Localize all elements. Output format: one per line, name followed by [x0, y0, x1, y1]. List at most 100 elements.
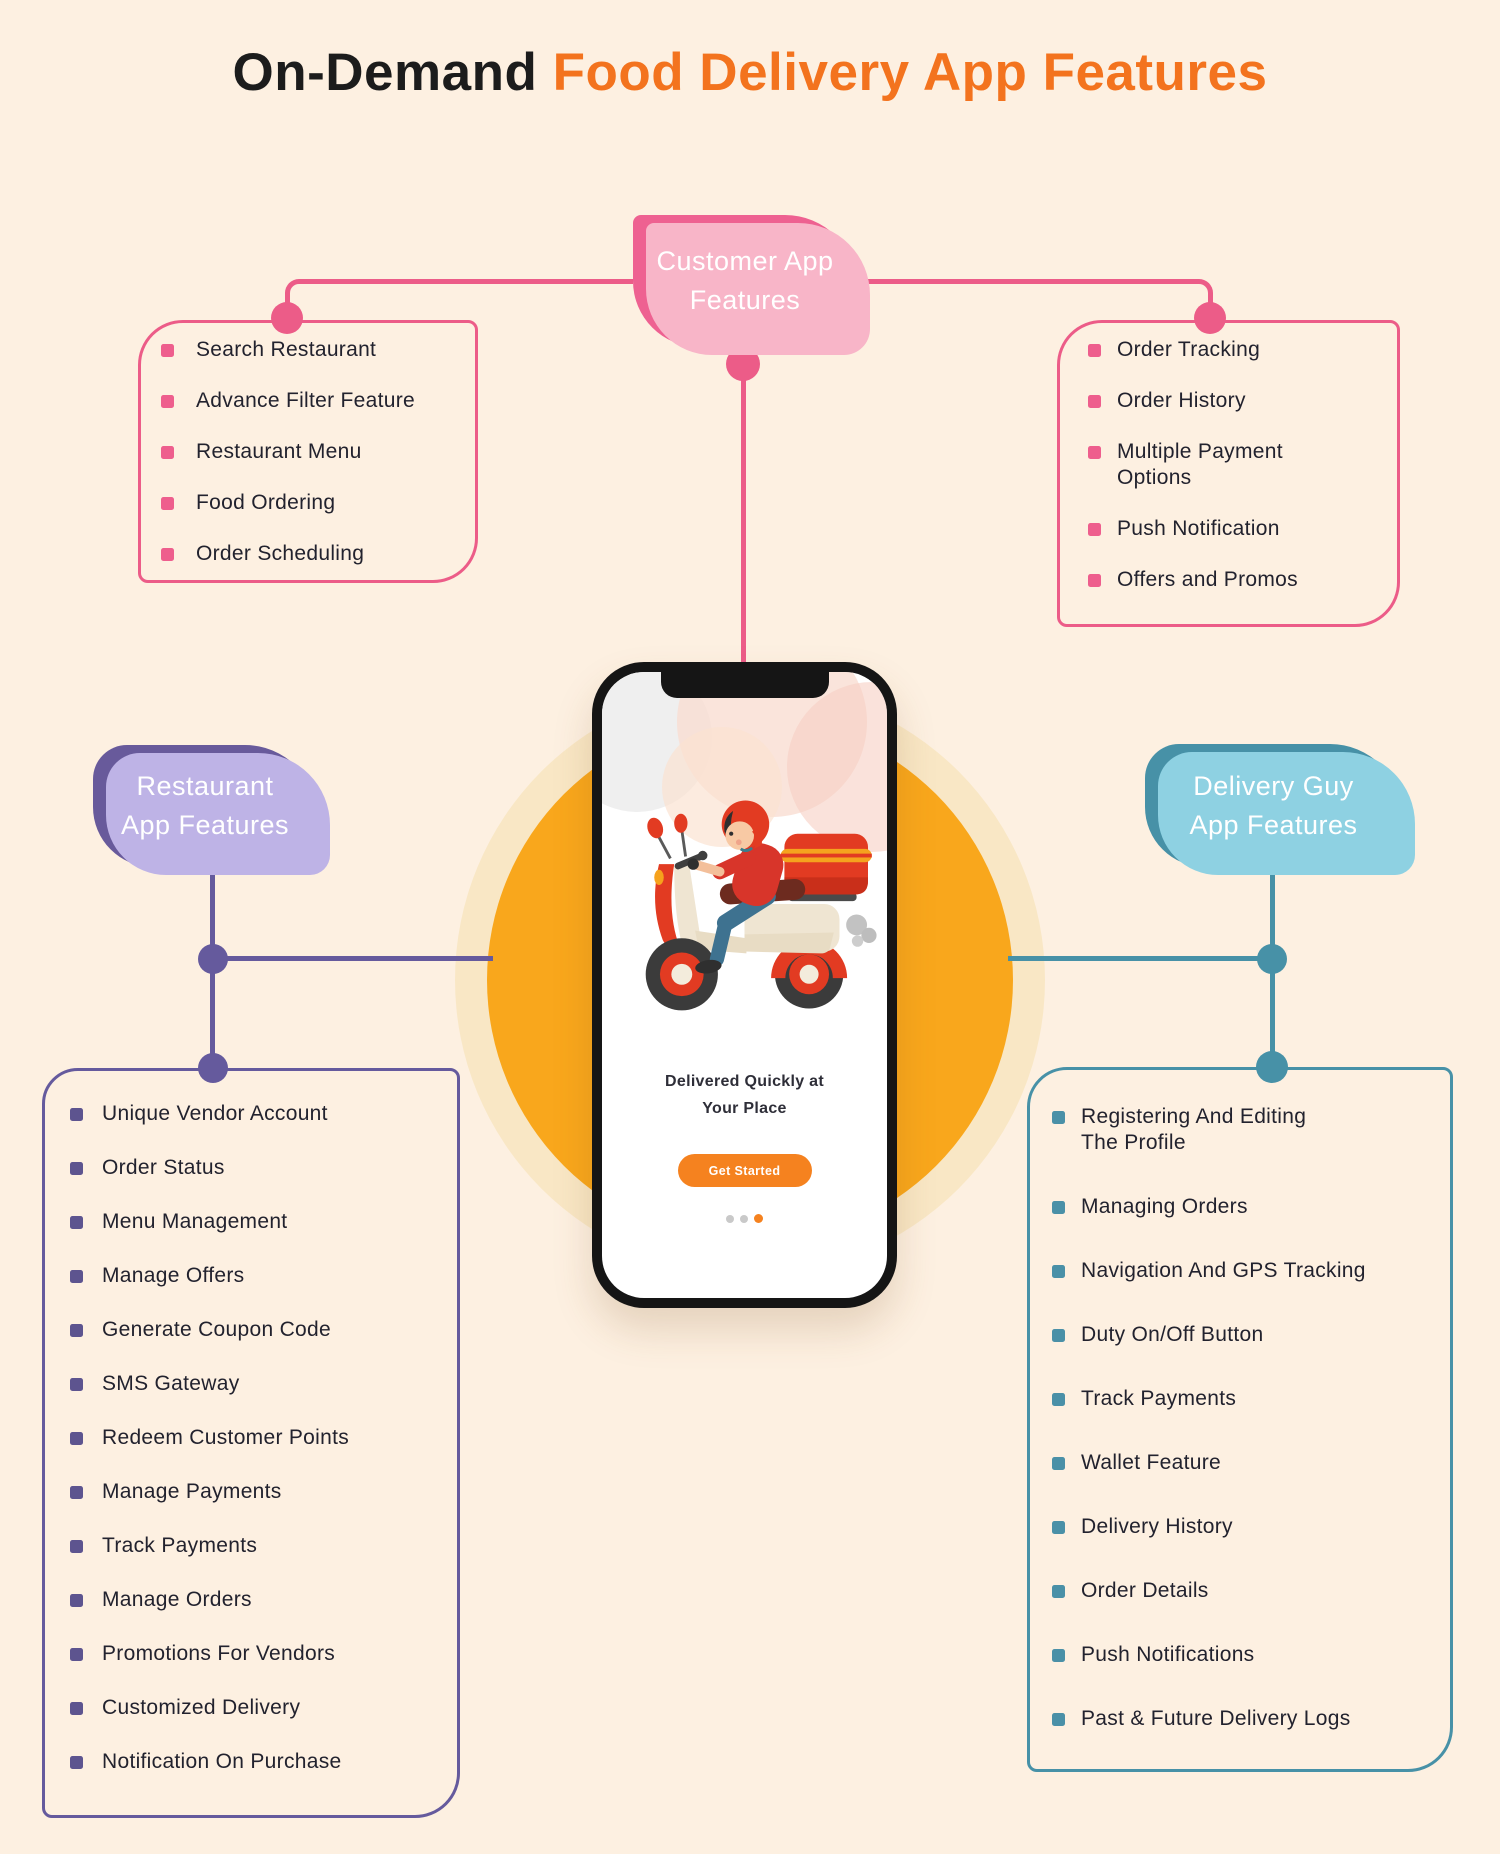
square-bullet-icon	[70, 1270, 83, 1283]
square-bullet-icon	[161, 344, 174, 357]
customer-app-features-label: Customer App Features	[633, 215, 870, 355]
customer-features-right-list: Order Tracking Order History Multiple Pa…	[1088, 337, 1391, 593]
list-item: Search Restaurant	[161, 337, 467, 363]
list-item: Order Details	[1052, 1578, 1446, 1604]
square-bullet-icon	[70, 1162, 83, 1175]
square-bullet-icon	[1052, 1201, 1065, 1214]
phone-screen: Delivered Quickly at Your Place Get Star…	[602, 672, 887, 1298]
delivery-scooter-illustration	[645, 800, 877, 1011]
square-bullet-icon	[161, 446, 174, 459]
list-item: Manage Payments	[70, 1479, 449, 1505]
list-item: Track Payments	[1052, 1386, 1446, 1412]
square-bullet-icon	[161, 395, 174, 408]
delivery-features-list: Registering And Editing The Profile Mana…	[1052, 1104, 1446, 1732]
list-item: Offers and Promos	[1088, 567, 1391, 593]
square-bullet-icon	[1088, 574, 1101, 587]
connector-node	[1194, 302, 1226, 334]
page-title: On-Demand Food Delivery App Features	[0, 42, 1500, 103]
list-item: Order Scheduling	[161, 541, 467, 567]
connector-pink-center	[741, 347, 746, 665]
square-bullet-icon	[1052, 1585, 1065, 1598]
connector-pink-right	[857, 279, 1213, 319]
list-item: Advance Filter Feature	[161, 388, 467, 414]
square-bullet-icon	[1052, 1111, 1065, 1124]
square-bullet-icon	[1088, 446, 1101, 459]
list-item: Notification On Purchase	[70, 1749, 449, 1775]
list-item: Promotions For Vendors	[70, 1641, 449, 1667]
square-bullet-icon	[1088, 344, 1101, 357]
connector-pink-left	[285, 279, 633, 319]
list-item: Order Status	[70, 1155, 449, 1181]
connector-node	[1256, 1051, 1288, 1083]
restaurant-features-box: Unique Vendor Account Order Status Menu …	[42, 1068, 460, 1818]
square-bullet-icon	[70, 1540, 83, 1553]
connector-teal-horizontal	[1008, 956, 1272, 961]
list-item: Duty On/Off Button	[1052, 1322, 1446, 1348]
connector-purple-horizontal	[213, 956, 493, 961]
customer-features-left-list: Search Restaurant Advance Filter Feature…	[161, 337, 467, 567]
connector-node	[198, 944, 228, 974]
connector-node	[1257, 944, 1287, 974]
list-item: Track Payments	[70, 1533, 449, 1559]
square-bullet-icon	[1052, 1457, 1065, 1470]
square-bullet-icon	[1052, 1393, 1065, 1406]
delivery-box	[780, 833, 872, 895]
square-bullet-icon	[70, 1432, 83, 1445]
phone-mockup: Delivered Quickly at Your Place Get Star…	[592, 662, 897, 1308]
smoke-puffs	[846, 914, 877, 947]
page-title-prefix: On-Demand	[232, 43, 538, 102]
get-started-button[interactable]: Get Started	[677, 1154, 812, 1187]
restaurant-app-features-label: Restaurant App Features	[93, 745, 330, 875]
customer-features-right-box: Order Tracking Order History Multiple Pa…	[1057, 320, 1400, 627]
delivery-guy-app-features-label-text: Delivery Guy App Features	[1189, 770, 1358, 840]
delivery-features-box: Registering And Editing The Profile Mana…	[1027, 1067, 1453, 1772]
carousel-dot[interactable]	[740, 1214, 748, 1223]
square-bullet-icon	[1052, 1265, 1065, 1278]
customer-features-left-box: Search Restaurant Advance Filter Feature…	[138, 320, 478, 583]
list-item: SMS Gateway	[70, 1371, 449, 1397]
phone-headline: Delivered Quickly at Your Place	[665, 1073, 824, 1117]
list-item: Food Ordering	[161, 490, 467, 516]
square-bullet-icon	[1052, 1649, 1065, 1662]
list-item: Manage Orders	[70, 1587, 449, 1613]
square-bullet-icon	[1052, 1329, 1065, 1342]
delivery-guy-app-features-label: Delivery Guy App Features	[1145, 744, 1415, 875]
square-bullet-icon	[1088, 523, 1101, 536]
square-bullet-icon	[70, 1756, 83, 1769]
square-bullet-icon	[70, 1648, 83, 1661]
rider	[687, 800, 784, 974]
list-item: Manage Offers	[70, 1263, 449, 1289]
carousel-dot-active[interactable]	[754, 1214, 763, 1223]
restaurant-app-features-label-text: Restaurant App Features	[120, 771, 290, 840]
restaurant-features-list: Unique Vendor Account Order Status Menu …	[70, 1101, 449, 1775]
list-item: Multiple Payment Options	[1088, 439, 1391, 491]
list-item: Past & Future Delivery Logs	[1052, 1706, 1446, 1732]
square-bullet-icon	[70, 1486, 83, 1499]
list-item: Menu Management	[70, 1209, 449, 1235]
square-bullet-icon	[70, 1108, 83, 1121]
square-bullet-icon	[161, 548, 174, 561]
page-title-highlight: Food Delivery App Features	[552, 43, 1268, 102]
list-item: Navigation And GPS Tracking	[1052, 1258, 1446, 1284]
list-item: Restaurant Menu	[161, 439, 467, 465]
square-bullet-icon	[70, 1378, 83, 1391]
square-bullet-icon	[161, 497, 174, 510]
square-bullet-icon	[1052, 1521, 1065, 1534]
carousel-pager	[602, 1214, 887, 1223]
square-bullet-icon	[1052, 1713, 1065, 1726]
list-item: Managing Orders	[1052, 1194, 1446, 1220]
square-bullet-icon	[1088, 395, 1101, 408]
customer-app-features-label-text: Customer App Features	[656, 246, 834, 315]
carousel-dot[interactable]	[726, 1214, 734, 1223]
list-item: Push Notifications	[1052, 1642, 1446, 1668]
list-item: Order History	[1088, 388, 1391, 414]
scooter	[645, 813, 872, 1011]
square-bullet-icon	[70, 1324, 83, 1337]
connector-node	[271, 302, 303, 334]
list-item: Order Tracking	[1088, 337, 1391, 363]
list-item: Wallet Feature	[1052, 1450, 1446, 1476]
connector-node	[198, 1053, 228, 1083]
list-item: Unique Vendor Account	[70, 1101, 449, 1127]
list-item: Customized Delivery	[70, 1695, 449, 1721]
